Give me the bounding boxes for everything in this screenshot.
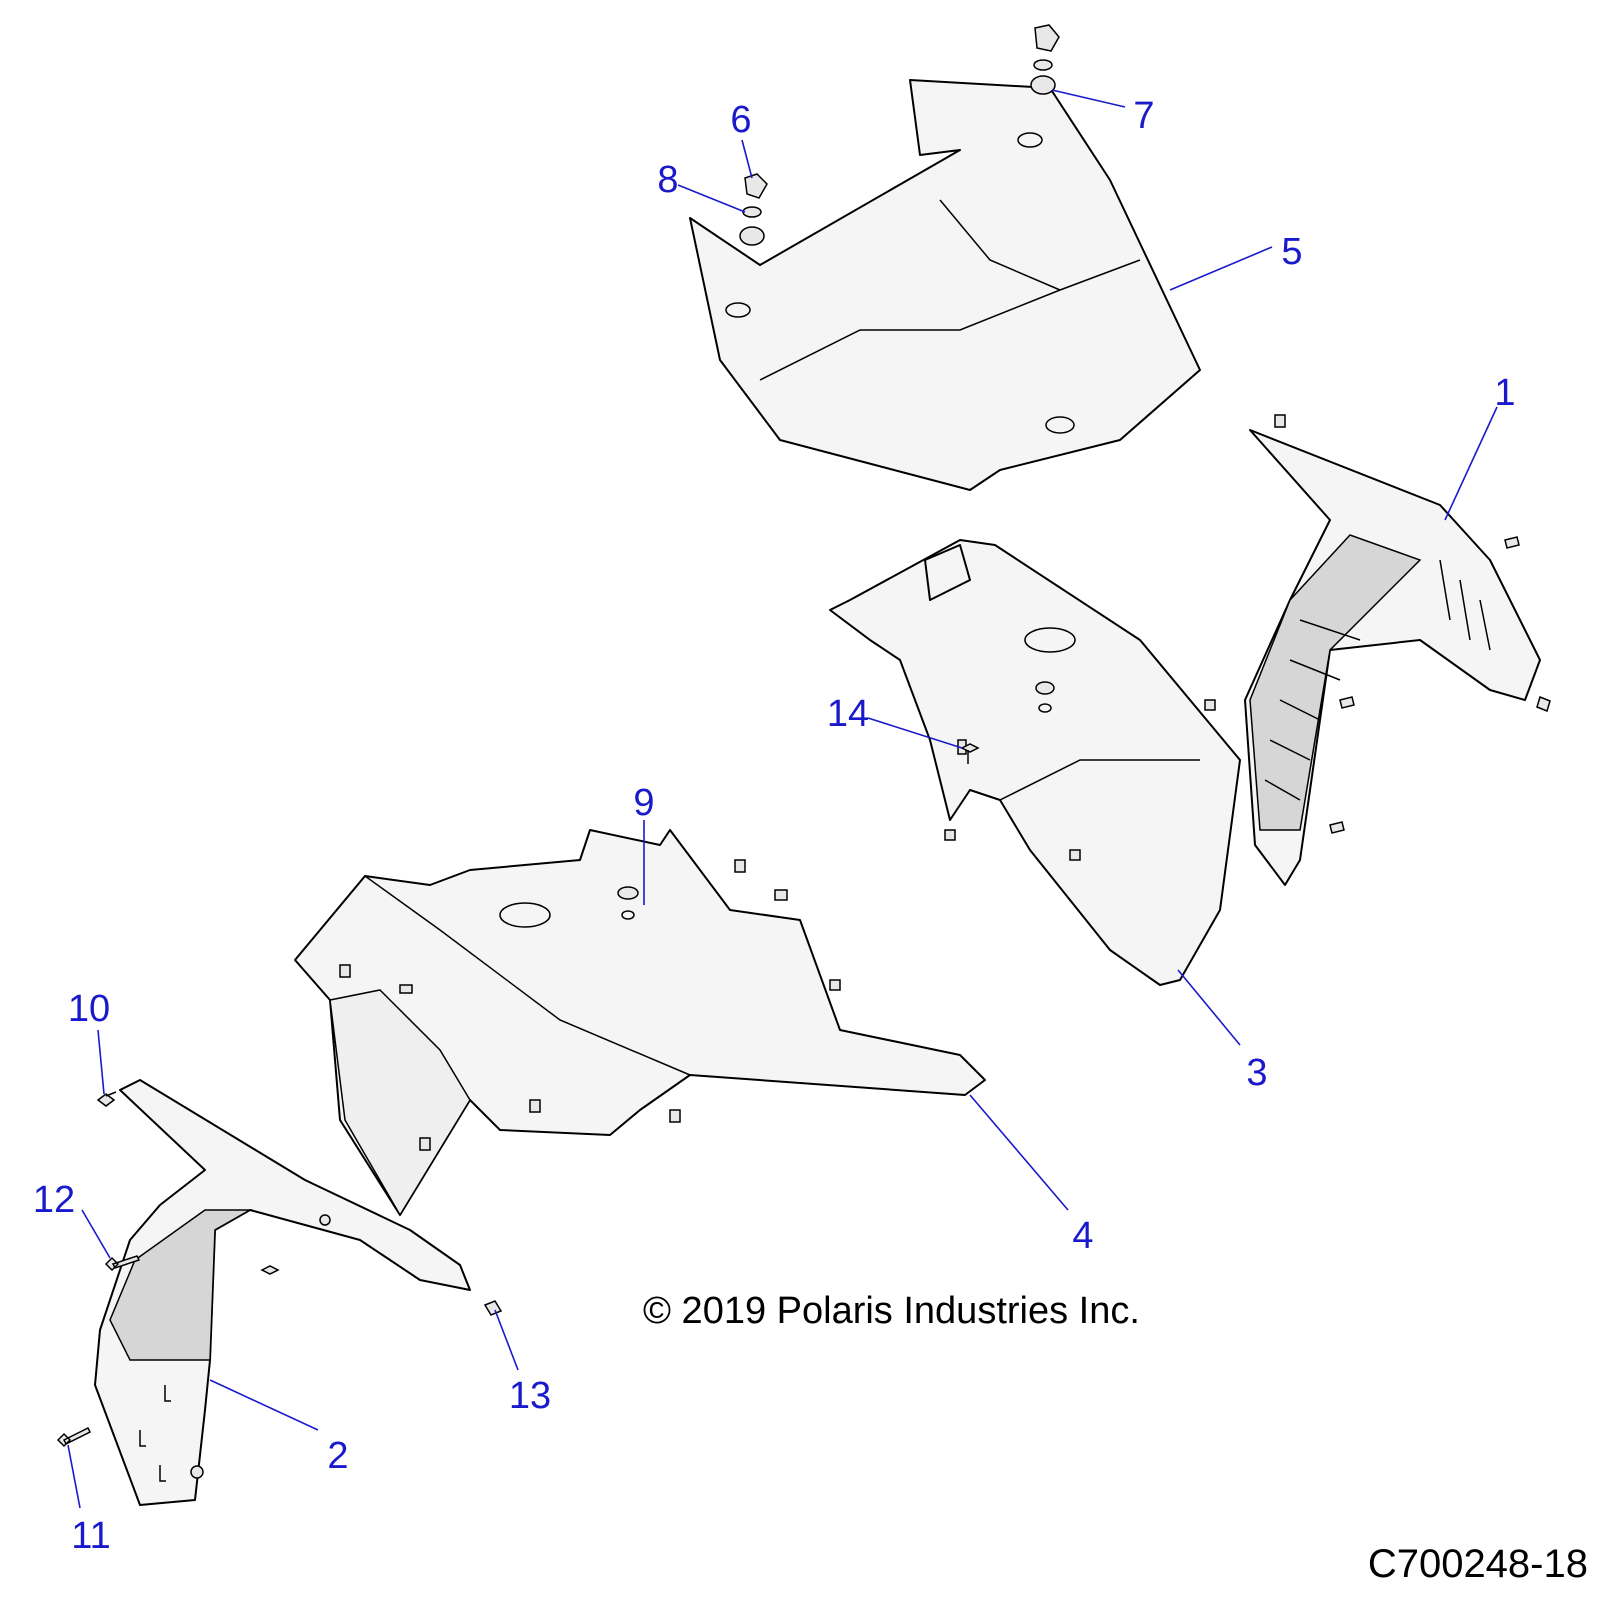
leader-2 xyxy=(209,1379,319,1431)
part-1-front-panel xyxy=(1244,414,1551,886)
callout-13: 13 xyxy=(509,1375,551,1417)
callouts: 1 2 3 4 5 6 7 8 9 10 11 12 13 14 xyxy=(33,95,1516,1557)
leader-1 xyxy=(1444,406,1498,521)
leader-7 xyxy=(1051,89,1126,108)
screw-9 xyxy=(260,1265,280,1275)
callout-6: 6 xyxy=(730,99,751,141)
leader-10 xyxy=(97,1029,105,1095)
leader-4 xyxy=(969,1094,1069,1211)
screw-12 xyxy=(104,1255,141,1272)
callout-1: 1 xyxy=(1494,372,1515,414)
leader-6 xyxy=(741,139,753,179)
leader-lines xyxy=(67,89,1498,1509)
part-4-side-panel xyxy=(294,829,986,1217)
drawing-number: C700248-18 xyxy=(1367,1542,1588,1586)
callout-12: 12 xyxy=(33,1179,75,1221)
screw-14 xyxy=(960,743,980,764)
copyright-notice: © 2019 Polaris Industries Inc. xyxy=(643,1290,1140,1332)
callout-8: 8 xyxy=(657,159,678,201)
clip-13 xyxy=(483,1300,503,1316)
screw-10 xyxy=(96,1091,117,1107)
screw-11 xyxy=(56,1426,92,1448)
callout-2: 2 xyxy=(327,1435,348,1477)
leader-13 xyxy=(494,1309,519,1371)
callout-14: 14 xyxy=(827,693,869,735)
fastener-7 xyxy=(1030,24,1060,95)
callout-10: 10 xyxy=(68,988,110,1030)
callout-5: 5 xyxy=(1281,231,1302,273)
part-3-lower-panel xyxy=(829,539,1241,986)
callout-3: 3 xyxy=(1246,1052,1267,1094)
leader-11 xyxy=(67,1444,81,1509)
leader-8 xyxy=(677,184,746,213)
fastener-6 xyxy=(744,173,768,199)
part-2-fender xyxy=(94,1079,471,1506)
leader-5 xyxy=(1169,246,1273,291)
callout-11: 11 xyxy=(71,1515,110,1557)
leader-3 xyxy=(1177,969,1241,1046)
leader-14 xyxy=(867,717,963,749)
callout-4: 4 xyxy=(1072,1215,1093,1257)
leader-12 xyxy=(81,1209,111,1259)
washer-8 xyxy=(739,206,765,246)
part-5-hood xyxy=(689,79,1201,491)
callout-7: 7 xyxy=(1133,95,1154,137)
callout-9: 9 xyxy=(633,782,654,824)
